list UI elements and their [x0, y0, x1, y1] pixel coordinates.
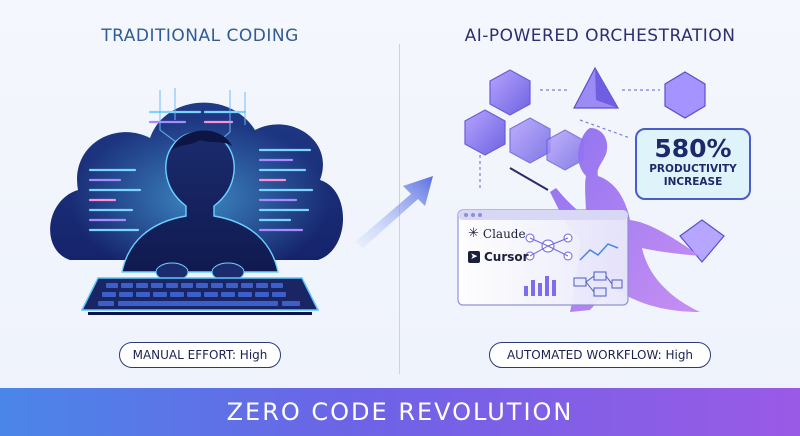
developer-at-keyboard-illustration	[50, 88, 344, 315]
productivity-stat-card: 580% PRODUCTIVITY INCREASE	[635, 128, 751, 200]
tool-cursor: ➤ Cursor	[468, 250, 529, 264]
tool-claude-label: Claude	[482, 226, 526, 241]
ai-orchestration-illustration	[457, 66, 725, 312]
ai-orchestration-heading: AI-POWERED ORCHESTRATION	[464, 26, 736, 46]
traditional-coding-heading: TRADITIONAL CODING	[101, 26, 299, 46]
productivity-label-line2: INCREASE	[663, 176, 723, 188]
manual-effort-badge: MANUAL EFFORT: High	[119, 342, 281, 368]
cursor-logo-icon: ➤	[468, 251, 480, 263]
tool-claude: ✳ Claude	[468, 226, 526, 241]
tool-cursor-label: Cursor	[484, 250, 529, 264]
productivity-label-line1: PRODUCTIVITY	[649, 163, 737, 175]
ai-orchestration-panel: AI-POWERED ORCHESTRATION	[400, 0, 800, 388]
zero-code-banner: ZERO CODE REVOLUTION	[0, 388, 800, 436]
automated-workflow-badge: AUTOMATED WORKFLOW: High	[489, 342, 711, 368]
transition-arrow-icon	[355, 176, 433, 248]
banner-title: ZERO CODE REVOLUTION	[226, 398, 574, 426]
claude-logo-icon: ✳	[468, 226, 479, 241]
productivity-percentage: 580%	[654, 134, 732, 163]
traditional-coding-panel: TRADITIONAL CODING	[0, 0, 400, 388]
